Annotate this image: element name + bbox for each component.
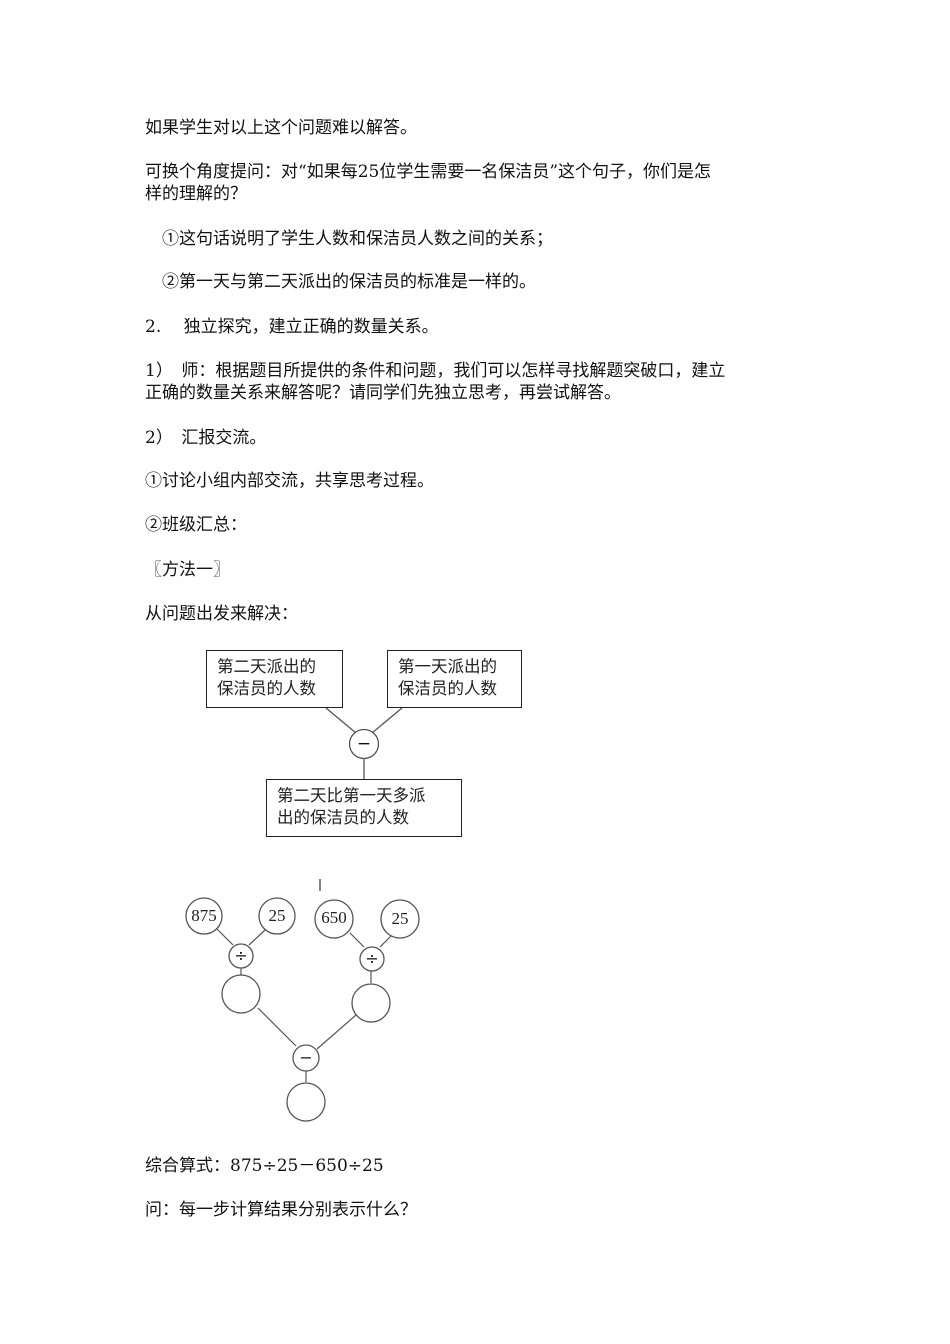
box-difference: 第二天比第一天多派 出的保洁员的人数 bbox=[266, 779, 462, 837]
node-div-a bbox=[228, 943, 254, 969]
line-2a: 可换个角度提问：对“如果每25位学生需要一名保洁员”这个句子，你们是怎 bbox=[145, 162, 712, 182]
question-line: 问：每一步计算结果分别表示什么？ bbox=[145, 1200, 417, 1220]
node-650 bbox=[314, 899, 354, 939]
node-25-b bbox=[380, 899, 420, 939]
label-25-b: 25 bbox=[391, 909, 409, 928]
formula-line: 综合算式：875÷25－650÷25 bbox=[145, 1156, 384, 1176]
line-3: ①这句话说明了学生人数和保洁员人数之间的关系； bbox=[162, 229, 553, 249]
node-875 bbox=[185, 897, 223, 935]
node-result-b bbox=[351, 983, 391, 1023]
line-2b: 样的理解的？ bbox=[145, 184, 247, 204]
line-6b: 正确的数量关系来解答呢？请同学们先独立思考，再尝试解答。 bbox=[145, 383, 621, 403]
node-25-a bbox=[258, 897, 296, 935]
line-4: ②第一天与第二天派出的保洁员的标准是一样的。 bbox=[162, 272, 536, 292]
box-day2-cleaners: 第二天派出的 保洁员的人数 bbox=[206, 650, 343, 708]
label-875: 875 bbox=[191, 906, 217, 925]
line-11: 从问题出发来解决： bbox=[145, 604, 298, 624]
label-div-a: ÷ bbox=[234, 946, 248, 965]
node-final bbox=[286, 1082, 326, 1122]
line-8: ①讨论小组内部交流，共享思考过程。 bbox=[145, 471, 434, 491]
label-minus: − bbox=[299, 1048, 313, 1067]
node-div-b bbox=[359, 946, 385, 972]
line-7: 2） 汇报交流。 bbox=[145, 428, 267, 448]
node-result-a bbox=[221, 974, 261, 1014]
label-div-b: ÷ bbox=[365, 949, 379, 968]
line-6a: 1） 师：根据题目所提供的条件和问题，我们可以怎样寻找解题突破口，建立 bbox=[145, 361, 726, 381]
node-minus bbox=[292, 1044, 320, 1072]
line-9: ②班级汇总： bbox=[145, 515, 247, 535]
line-5: 2. 独立探究，建立正确的数量关系。 bbox=[145, 317, 439, 337]
label-650: 650 bbox=[321, 908, 347, 927]
method-label: 〖方法一〗 bbox=[145, 560, 230, 580]
label-25-a: 25 bbox=[268, 906, 286, 925]
box-day1-cleaners: 第一天派出的 保洁员的人数 bbox=[387, 650, 522, 708]
operator-minus-1: − bbox=[356, 734, 372, 754]
line-1: 如果学生对以上这个问题难以解答。 bbox=[145, 118, 417, 138]
